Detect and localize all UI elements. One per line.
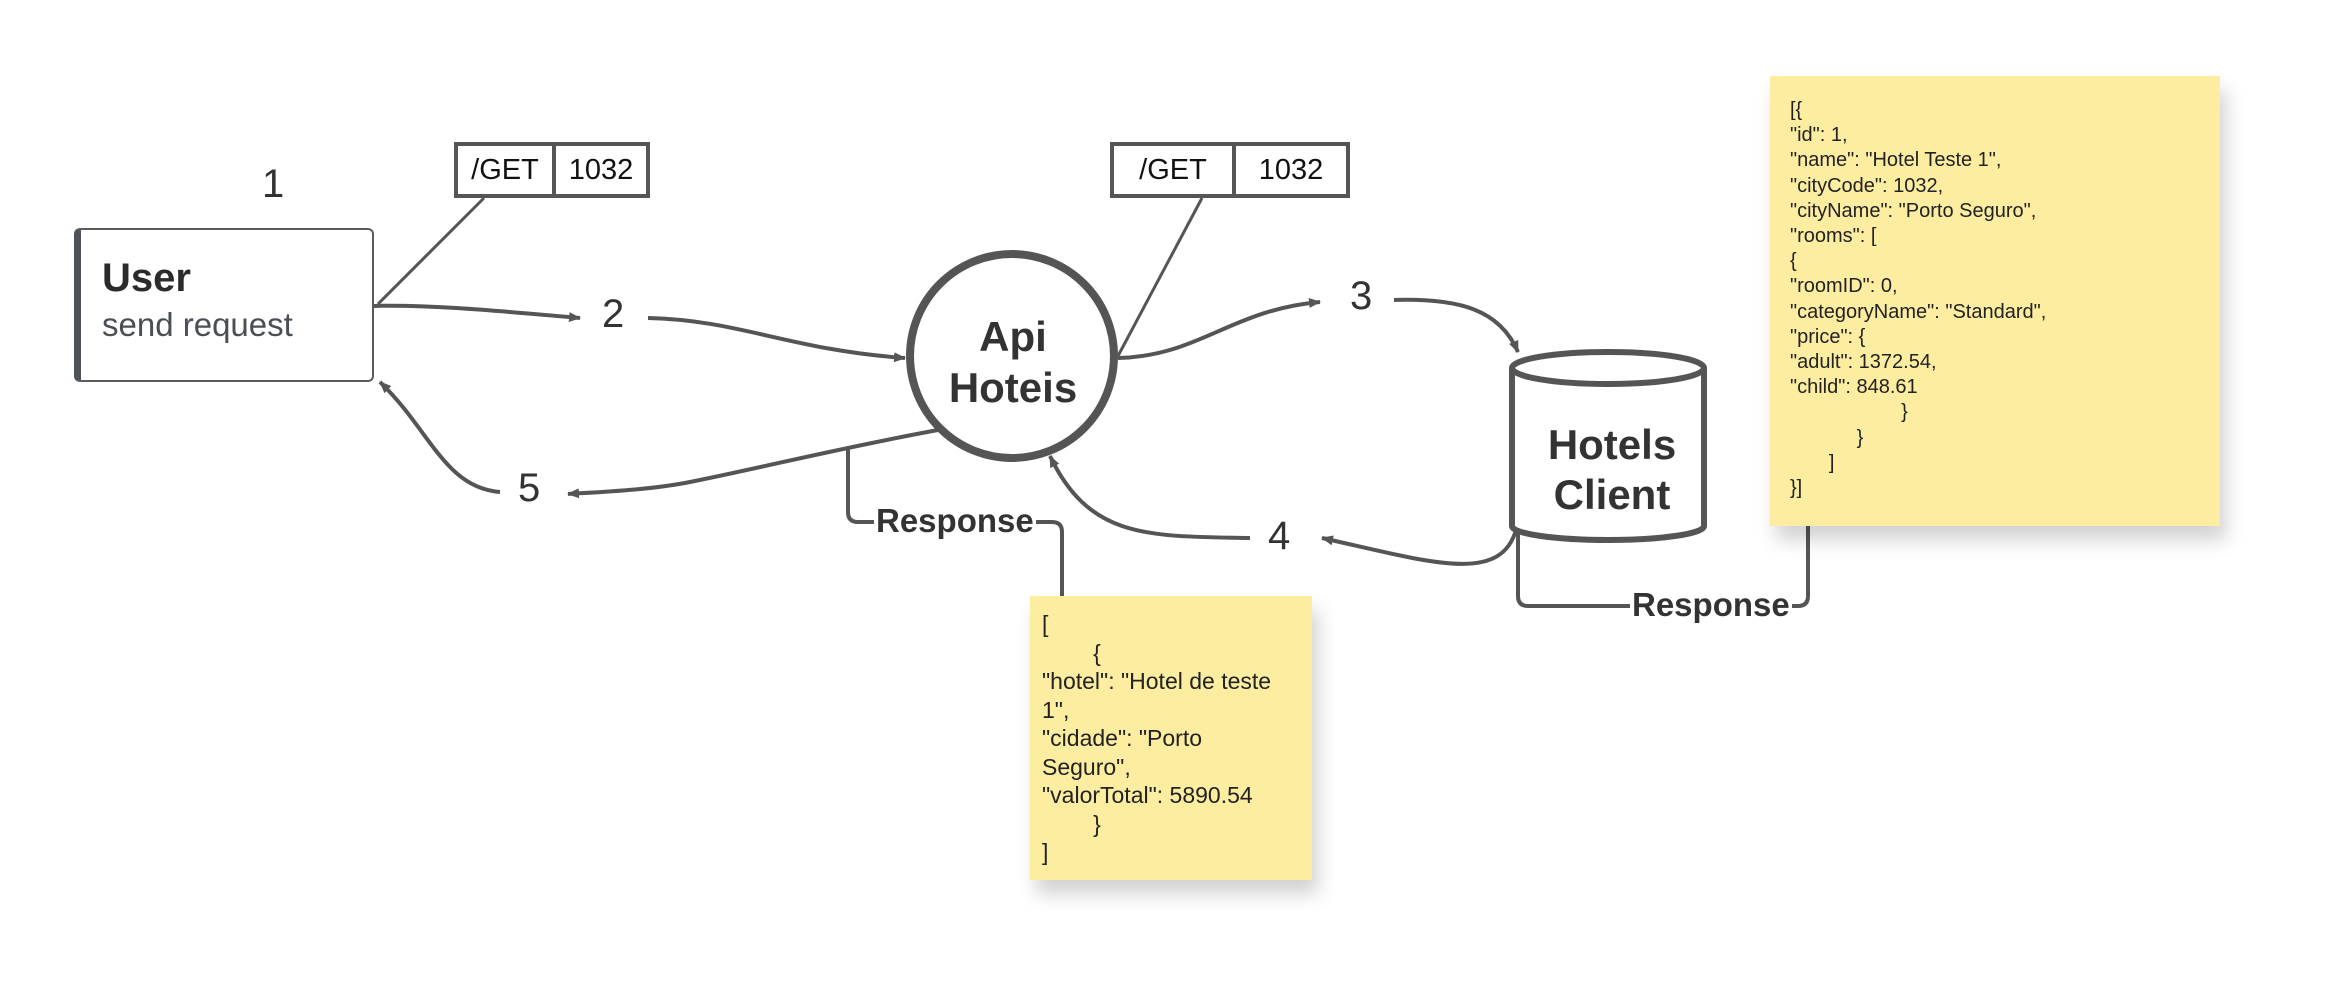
api-line1: Api bbox=[979, 312, 1047, 360]
json-line: "price": { bbox=[1790, 325, 1866, 348]
json-line: "hotel": "Hotel de teste bbox=[1042, 668, 1272, 694]
connector-api-to-step5 bbox=[567, 428, 939, 499]
json-line: "roomID": 0, bbox=[1790, 275, 1898, 298]
json-line: { bbox=[1790, 250, 1797, 273]
json-line: "cityName": "Porto Seguro", bbox=[1790, 199, 2037, 222]
connector-client-to-step4 bbox=[1321, 529, 1518, 566]
client-line2: Client bbox=[1553, 471, 1671, 518]
json-line: "name": "Hotel Teste 1", bbox=[1790, 149, 2002, 172]
connector-api-to-step3 bbox=[1117, 297, 1321, 360]
request-city-code: 1032 bbox=[1258, 153, 1324, 186]
connector-step4-to-api bbox=[1048, 455, 1251, 540]
json-line: } bbox=[1790, 426, 1864, 449]
json-line: } bbox=[1790, 401, 1908, 424]
json-line: { bbox=[1042, 639, 1101, 666]
user-subtitle: send request bbox=[102, 306, 293, 343]
json-line: "rooms": [ bbox=[1790, 225, 1877, 248]
hotels-client-label: Hotels Client bbox=[1516, 400, 1708, 540]
hotels-client-cylinder[interactable] bbox=[1509, 349, 1707, 543]
connector-step3-to-client bbox=[1393, 297, 1520, 353]
json-line: "valorTotal": 5890.54 bbox=[1042, 782, 1253, 808]
json-line: "child": 848.61 bbox=[1790, 376, 1918, 399]
step-1-label: 1 bbox=[258, 164, 289, 204]
user-node[interactable]: User send request bbox=[74, 228, 374, 382]
client-response-json: [{ "id": 1,"name": "Hotel Teste 1","cityC… bbox=[1790, 98, 2200, 501]
json-line: "categoryName": "Standard", bbox=[1790, 300, 2047, 323]
json-line: "cidade": "Porto bbox=[1042, 725, 1203, 751]
json-line: "cityCode": 1032, bbox=[1790, 174, 1944, 197]
api-hoteis-label: Api Hoteis bbox=[912, 262, 1114, 462]
connector-step2-to-api bbox=[647, 316, 906, 363]
step-3-label: 3 bbox=[1346, 276, 1377, 316]
request-method: /GET bbox=[1114, 146, 1236, 194]
user-title: User bbox=[102, 256, 191, 300]
json-line: [ bbox=[1042, 611, 1049, 637]
json-line: ] bbox=[1790, 451, 1835, 474]
json-line: Seguro", bbox=[1042, 753, 1131, 780]
json-line: ] bbox=[1042, 839, 1049, 865]
request-city-code: 1032 bbox=[568, 153, 634, 186]
client-response-note: [{ "id": 1,"name": "Hotel Teste 1","cityC… bbox=[1770, 76, 2220, 526]
json-line: [{ bbox=[1790, 99, 1803, 121]
step-4-label: 4 bbox=[1264, 516, 1295, 556]
connector-step5-to-user bbox=[378, 380, 501, 494]
api-line2: Hoteis bbox=[948, 364, 1078, 411]
step-5-label: 5 bbox=[514, 468, 545, 508]
json-line: "id": 1, bbox=[1790, 124, 1848, 147]
client-response-label: Response bbox=[1630, 586, 1792, 623]
connector-request-left bbox=[376, 196, 486, 306]
request-box-right[interactable]: /GET 1032 bbox=[1110, 142, 1350, 198]
client-line1: Hotels bbox=[1547, 420, 1677, 468]
request-method: /GET bbox=[458, 146, 556, 194]
request-box-left[interactable]: /GET 1032 bbox=[454, 142, 650, 198]
step-2-label: 2 bbox=[598, 294, 629, 334]
api-response-label: Response bbox=[874, 502, 1036, 539]
connector-request-right bbox=[1116, 197, 1204, 357]
json-line: }] bbox=[1790, 477, 1803, 500]
json-line: 1", bbox=[1042, 696, 1070, 723]
json-line: } bbox=[1042, 810, 1101, 837]
api-hoteis-circle[interactable] bbox=[906, 250, 1118, 462]
connector-user-to-step2 bbox=[373, 303, 581, 323]
json-line: "adult": 1372.54, bbox=[1790, 351, 1937, 374]
